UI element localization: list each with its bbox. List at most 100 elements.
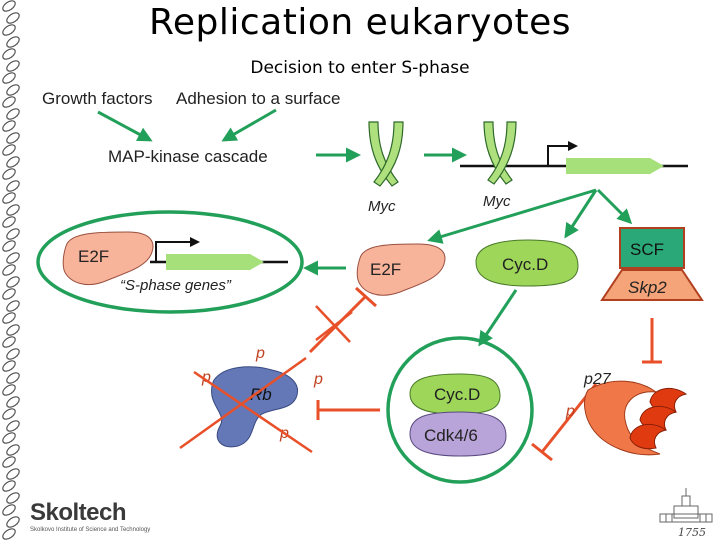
p27-label: p27 (583, 371, 612, 388)
chain-link (6, 12, 20, 24)
chain-link (2, 264, 16, 276)
skoltech-logo-subtitle: Skolkovo Institute of Science and Techno… (30, 527, 151, 533)
scf-label: SCF (630, 240, 664, 259)
chain-link (6, 444, 20, 456)
gene-box-icon (566, 158, 664, 174)
cycd-cdk-complex-circle (386, 336, 534, 484)
chain-link (2, 528, 16, 540)
chain-link (2, 432, 16, 444)
adhesion-label: Adhesion to a surface (176, 89, 340, 108)
s-phase-genes-highlight (36, 210, 304, 314)
myc-dimer-icon (368, 121, 404, 187)
chain-link (6, 132, 20, 144)
chain-link (6, 420, 20, 432)
chain-link (6, 204, 20, 216)
myc-label-1: Myc (368, 198, 396, 215)
chain-link (2, 480, 16, 492)
rb-blob (211, 366, 298, 448)
chain-link (2, 192, 16, 204)
myc-bound-icon (483, 121, 517, 185)
slide-subtitle: Decision to enter S-phase (250, 58, 470, 78)
arrow-gene-to-cycd (564, 189, 598, 239)
university-building-logo (659, 488, 713, 523)
skp2-label: Skp2 (628, 278, 667, 297)
rb-cross-2 (179, 356, 307, 450)
chain-link (6, 36, 20, 48)
chain-link (6, 84, 20, 96)
map-kinase-label: MAP-kinase cascade (108, 147, 268, 166)
chain-link (2, 48, 16, 60)
arrow-gene-to-scf (596, 188, 633, 225)
arrow-cycd-to-complex (478, 289, 518, 347)
cdk46-label: Cdk4/6 (424, 426, 478, 445)
scf-box (619, 227, 685, 269)
chain-link (2, 120, 16, 132)
chain-link (2, 336, 16, 348)
chain-link (6, 180, 20, 192)
cycd-complex-blob (409, 373, 501, 415)
chain-link (2, 144, 16, 156)
chain-link (6, 228, 20, 240)
promoter-arrow-icon (547, 141, 578, 166)
rb-p-left: p (201, 369, 211, 386)
chain-link (6, 516, 20, 528)
arrow-adhesion-to-map (221, 108, 277, 142)
chain-link (6, 60, 20, 72)
chain-link (6, 276, 20, 288)
chain-link (6, 348, 20, 360)
cdk46-blob (409, 411, 507, 457)
myc-label-2: Myc (483, 193, 511, 210)
chain-link (6, 324, 20, 336)
e2f-left-blob (62, 231, 154, 285)
chain-link (2, 72, 16, 84)
skp2-trapezoid (600, 269, 704, 301)
chain-link (2, 288, 16, 300)
e2f-mid-blob (356, 243, 446, 296)
s-phase-genes-label: “S-phase genes” (120, 277, 232, 294)
s-phase-promoter-icon (155, 237, 200, 262)
skoltech-logo: Skoltech Skolkovo Institute of Science a… (30, 500, 152, 540)
chain-link (6, 156, 20, 168)
cross-mark-2 (315, 311, 353, 341)
chain-link (6, 108, 20, 120)
chain-link (2, 504, 16, 516)
cycd-top-blob (475, 239, 579, 287)
chain-link (2, 312, 16, 324)
cross-mark-1 (315, 305, 351, 343)
ubiquitin-chain-icon (629, 387, 688, 450)
chain-link (6, 396, 20, 408)
year-label: 1755 (678, 526, 706, 539)
chain-link (6, 492, 20, 504)
chain-link (6, 468, 20, 480)
chain-link (2, 96, 16, 108)
s-phase-gene-box-icon (166, 254, 264, 270)
rb-p-right: p (313, 371, 323, 388)
chain-link (2, 0, 16, 12)
chain-link (2, 24, 16, 36)
slide-title: Replication eukaryotes (148, 2, 572, 43)
inhibit-bar-e2f (354, 286, 378, 308)
chain-link (2, 408, 16, 420)
chain-link (6, 252, 20, 264)
cycd-complex-label: Cyc.D (434, 385, 480, 404)
chain-link (2, 240, 16, 252)
arrow-gene-to-e2f (427, 188, 597, 244)
chain-link (2, 456, 16, 468)
chain-link (6, 300, 20, 312)
e2f-left-label: E2F (78, 247, 109, 266)
chain-link (2, 384, 16, 396)
rb-cross-1 (193, 370, 313, 454)
growth-factors-label: Growth factors (42, 89, 153, 108)
inhibit-bar-p27 (531, 442, 553, 462)
chain-link (2, 360, 16, 372)
skoltech-logo-text: Skoltech (30, 499, 127, 526)
p27-p-label: p (565, 403, 575, 420)
rb-label: Rb (250, 385, 272, 404)
e2f-mid-label: E2F (370, 260, 401, 279)
chain-link (6, 372, 20, 384)
chain-link (2, 168, 16, 180)
rb-p-top: p (255, 345, 265, 362)
chain-link (2, 216, 16, 228)
arrow-growth-to-map (97, 110, 153, 142)
